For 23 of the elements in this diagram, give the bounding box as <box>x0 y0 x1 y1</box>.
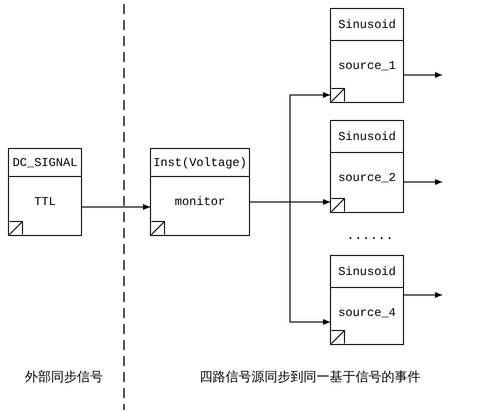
arrow <box>404 179 442 185</box>
arrow <box>82 204 150 210</box>
ellipsis-label: ...... <box>346 227 394 245</box>
block-box <box>330 120 404 213</box>
block-label: monitor <box>174 194 226 211</box>
block-label: source_1 <box>338 58 396 75</box>
block-box <box>8 148 82 236</box>
block-label: source_2 <box>338 170 396 187</box>
arrow <box>404 72 442 78</box>
block-box <box>150 148 250 236</box>
block-title: Sinusoid <box>338 264 396 280</box>
block-title: Inst(Voltage) <box>153 154 247 172</box>
block-label: source_4 <box>338 305 396 322</box>
block-title: Sinusoid <box>338 16 396 34</box>
caption-text: 外部同步信号 <box>24 369 104 387</box>
block-box <box>330 8 404 103</box>
arrow <box>404 292 442 298</box>
block-box <box>330 255 404 345</box>
caption-text: 四路信号源同步到同一基于信号的事件 <box>198 369 422 387</box>
block-label: TTL <box>34 194 56 211</box>
block-title: DC_SIGNAL <box>12 154 78 172</box>
arrow <box>250 202 330 325</box>
block-title: Sinusoid <box>338 128 396 146</box>
